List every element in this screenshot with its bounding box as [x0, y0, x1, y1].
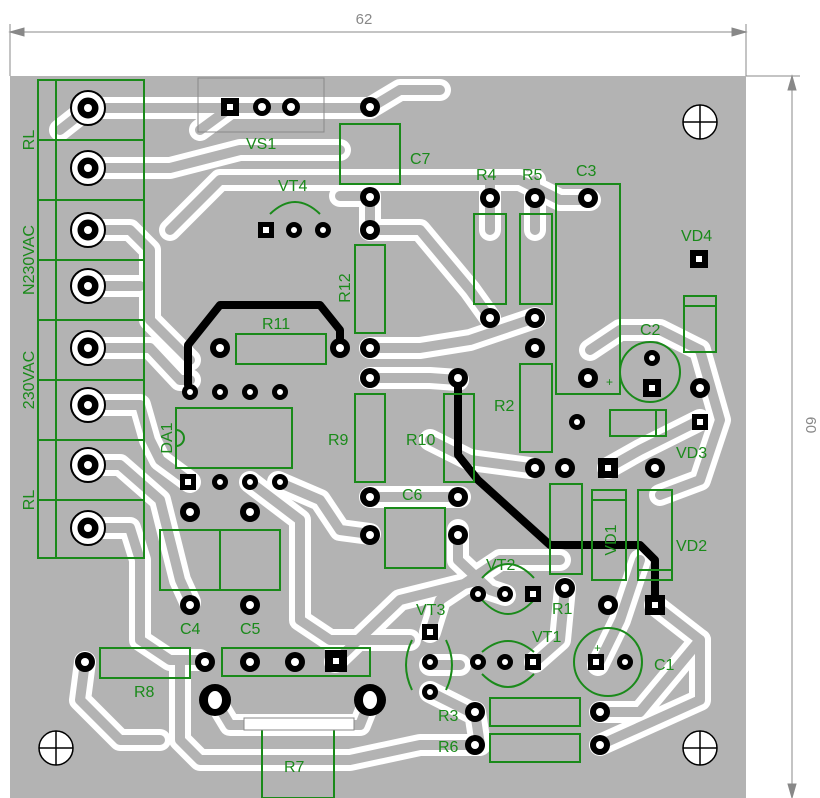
label-vt3: VT3 [416, 602, 445, 619]
label-r12: R12 [337, 273, 354, 302]
label-da1: DA1 [159, 422, 176, 453]
label-r5: R5 [522, 167, 543, 184]
c1-outline [573, 627, 643, 697]
r7-pad-outline [243, 717, 355, 731]
label-vd2: VD2 [676, 538, 707, 555]
label-r11: R11 [262, 316, 290, 333]
label-vd3: VD3 [676, 445, 707, 462]
label-r4: R4 [476, 167, 497, 184]
height-dimension [746, 74, 800, 798]
r1-body-outline [549, 483, 583, 575]
r7-header-outline [221, 647, 371, 677]
vd3-outline [609, 409, 667, 437]
vd2-outline [637, 489, 673, 581]
height-dimension-label: 60 [802, 417, 819, 434]
silkscreen [37, 79, 717, 798]
c6-outline [384, 507, 446, 569]
label-c7: C7 [410, 151, 431, 168]
width-dimension-label: 62 [356, 11, 373, 28]
label-c1: C1 [654, 657, 675, 674]
r8-outline [99, 647, 191, 679]
label-r6: R6 [438, 739, 459, 756]
label-vt1: VT1 [532, 629, 561, 646]
label-c5: C5 [240, 621, 261, 638]
label-vt2: VT2 [486, 557, 515, 574]
r10-outline [443, 393, 475, 483]
da1-outline [175, 407, 293, 469]
r9-outline [354, 393, 386, 483]
vd4-outline [683, 295, 717, 353]
vd1-outline [591, 489, 627, 581]
label-r1: R1 [552, 601, 573, 618]
mounting-hole-top-right [682, 104, 718, 140]
c3-outline [555, 183, 621, 395]
r11-outline [235, 333, 327, 365]
mounting-holes [38, 104, 718, 766]
terminal-label-3: 230VAC [21, 351, 38, 409]
mounting-hole-bottom-right [682, 730, 718, 766]
r2-outline [519, 363, 553, 453]
label-r3: R3 [438, 708, 459, 725]
terminal-label-4: RL [21, 490, 38, 511]
label-c6: C6 [402, 487, 423, 504]
r6-outline [489, 733, 581, 763]
label-vt4: VT4 [278, 178, 307, 195]
c1-polarity: + [594, 641, 601, 655]
vt1-outline [481, 640, 535, 653]
width-dimension [8, 24, 748, 76]
label-r7: R7 [284, 759, 305, 776]
c2-polarity: + [606, 375, 613, 389]
vt4-outline [269, 201, 321, 215]
c2-outline [619, 341, 681, 403]
label-r9: R9 [328, 432, 349, 449]
label-r10: R10 [406, 432, 435, 449]
terminal-label-2: N230VAC [21, 225, 38, 295]
r5-outline [519, 213, 553, 305]
silkscreen-labels: RL N230VAC 230VAC RL VS1 C7 VT4 R4 R5 C3… [21, 130, 712, 776]
label-r8: R8 [134, 684, 155, 701]
pads [70, 90, 710, 755]
label-c3: C3 [576, 163, 597, 180]
c7-outline [339, 123, 401, 185]
r3-outline [489, 697, 581, 727]
label-c4: C4 [180, 621, 201, 638]
vt2-outline [481, 563, 535, 579]
r4-outline [473, 213, 507, 305]
terminal-label-1: RL [21, 130, 38, 151]
vs1-outline [197, 77, 325, 133]
label-vd4: VD4 [681, 228, 712, 245]
label-c2: C2 [640, 322, 661, 339]
label-vd1: VD1 [603, 524, 620, 555]
mounting-hole-bottom-left [38, 730, 74, 766]
label-vs1: VS1 [246, 136, 276, 153]
r12-outline [354, 244, 386, 334]
label-r2: R2 [494, 398, 515, 415]
vt3-outline [405, 639, 413, 691]
